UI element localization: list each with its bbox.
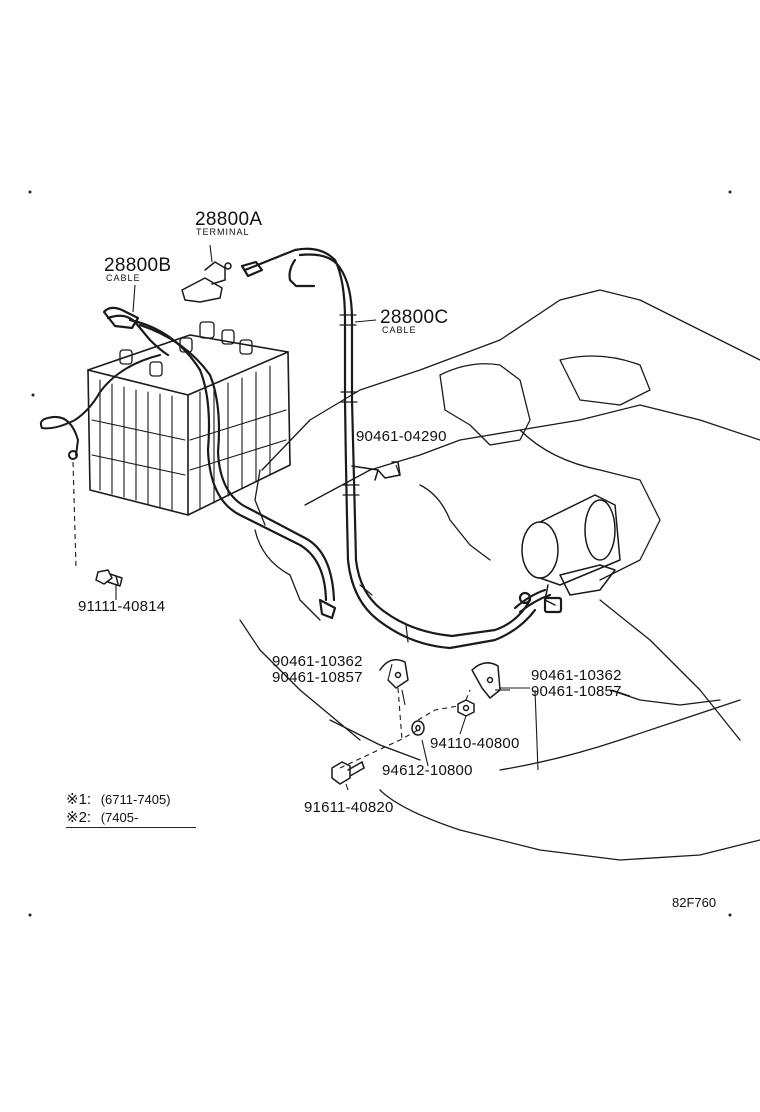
dashed-lines [72,461,471,769]
terminal-28800a [181,261,232,303]
part-number-90461-10362-right: 90461-10362 [531,667,622,684]
diagram-reference: 82F760 [672,895,717,910]
part-caption-cable-c: CABLE [382,325,417,335]
part-caption-terminal: TERMINAL [196,227,250,237]
battery-strap [39,354,161,460]
bolt-91611-40820 [331,761,365,785]
part-number-90461-10857-right: 90461-10857 [531,683,622,700]
note-2-mark: ※2: [66,809,92,826]
part-number-90461-10857-left: 90461-10857 [272,669,363,686]
washer-94612-10800 [411,720,425,736]
nut-94110-40800 [457,699,475,717]
clamp-left [379,659,409,689]
note-1-range: (6711-7405) [100,792,171,807]
note-1: ※1: (6711-7405) [66,792,171,807]
battery [87,321,291,516]
part-number-28800c: 28800C [380,307,449,328]
clamp-90461-04290 [351,461,401,481]
part-caption-cable-b: CABLE [106,273,141,283]
part-number-94612-10800: 94612-10800 [382,762,473,779]
note-2: ※2: (7405- [66,810,196,828]
part-number-90461-10362-left: 90461-10362 [272,653,363,670]
corner-marks [28,190,732,917]
part-number-94110-40800: 94110-40800 [430,735,520,752]
positive-cable-28800c [240,247,563,650]
engine-outline [239,289,760,861]
clamp-right [471,662,501,699]
part-number-28800a: 28800A [195,209,263,230]
part-number-91611-40820: 91611-40820 [304,799,394,816]
note-2-range: (7405- [100,810,139,825]
part-number-91111-40814: 91111-40814 [78,598,166,615]
ground-cable-28800b [102,306,337,620]
note-1-mark: ※1: [66,791,92,808]
starter-motor [521,494,621,606]
bolt-91111-40814 [95,569,123,587]
part-number-28800b: 28800B [104,255,172,276]
leader-lines [115,244,631,791]
part-number-90461-04290: 90461-04290 [356,428,447,445]
